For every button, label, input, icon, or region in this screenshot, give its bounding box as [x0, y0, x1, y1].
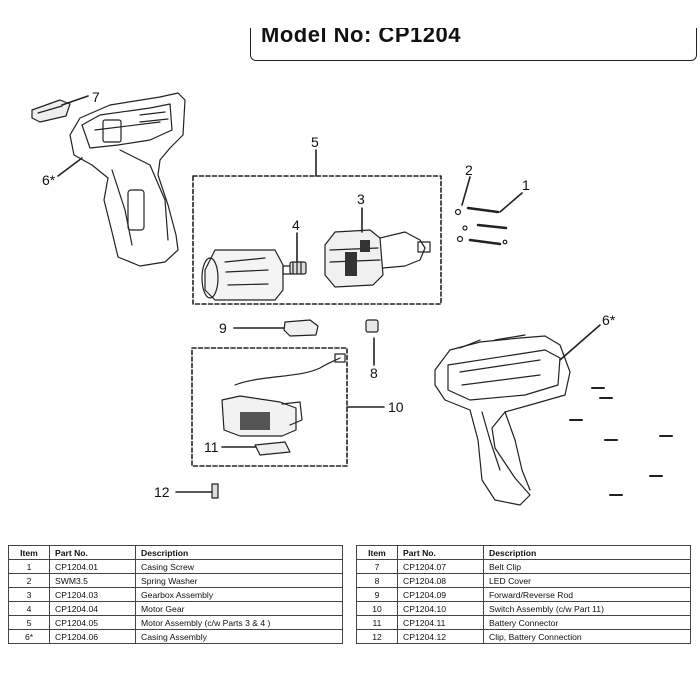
cell-part-no: CP1204.10 [397, 601, 484, 616]
cell-part-no: CP1204.01 [49, 559, 136, 574]
forward-reverse-rod [283, 319, 319, 337]
cell-item: 1 [8, 559, 50, 574]
header-item: Item [8, 545, 50, 560]
left-casing-half [69, 92, 186, 267]
callout-9: 9 [219, 320, 227, 336]
cell-description: Forward/Reverse Rod [483, 587, 691, 602]
gearbox [324, 229, 431, 288]
callout-6-left: 6* [42, 172, 56, 188]
cell-description: Switch Assembly (c/w Part 11) [483, 601, 691, 616]
cell-item: 8 [356, 573, 398, 588]
cell-part-no: CP1204.04 [49, 601, 136, 616]
model-title-box: Model No: CP1204 [250, 28, 697, 61]
cell-description: Spring Washer [135, 573, 343, 588]
exploded-parts-diagram: 7 6* 5 3 4 2 1 6* 9 8 10 11 12 [31, 89, 673, 506]
callout-1: 1 [522, 177, 530, 193]
cell-part-no: SWM3.5 [49, 573, 136, 588]
cell-part-no: CP1204.03 [49, 587, 136, 602]
callout-6-right: 6* [602, 312, 616, 328]
cell-item: 6* [8, 629, 50, 644]
callout-2: 2 [465, 162, 473, 178]
cell-item: 2 [8, 573, 50, 588]
cell-description: LED Cover [483, 573, 691, 588]
callout-12: 12 [154, 484, 170, 500]
callout-4: 4 [292, 217, 300, 233]
callout-8: 8 [370, 365, 378, 381]
cell-description: Clip, Battery Connection [483, 629, 691, 644]
cell-part-no: CP1204.07 [397, 559, 484, 574]
cell-item: 10 [356, 601, 398, 616]
cell-description: Battery Connector [483, 615, 691, 630]
callout-7: 7 [92, 89, 100, 105]
table-header-row: Item Part No. Description [8, 545, 343, 560]
cell-part-no: CP1204.11 [397, 615, 484, 630]
cell-item: 3 [8, 587, 50, 602]
header-part-no: Part No. [49, 545, 136, 560]
header-description: Description [135, 545, 343, 560]
table-header-row: Item Part No. Description [356, 545, 691, 560]
callout-5: 5 [311, 134, 319, 150]
callout-10: 10 [388, 399, 404, 415]
cell-part-no: CP1204.08 [397, 573, 484, 588]
battery-clip [211, 483, 219, 499]
cell-description: Casing Screw [135, 559, 343, 574]
cell-item: 4 [8, 601, 50, 616]
header-part-no: Part No. [397, 545, 484, 560]
model-title: Model No: CP1204 [261, 28, 461, 47]
cell-item: 11 [356, 615, 398, 630]
cell-part-no: CP1204.06 [49, 629, 136, 644]
motor [201, 249, 292, 301]
motor-gear [289, 261, 307, 275]
motor-assembly-box [192, 175, 442, 305]
right-screws [569, 387, 673, 496]
cell-description: Motor Gear [135, 601, 343, 616]
cell-part-no: CP1204.05 [49, 615, 136, 630]
header-description: Description [483, 545, 691, 560]
cell-description: Motor Assembly (c/w Parts 3 & 4 ) [135, 615, 343, 630]
cell-item: 9 [356, 587, 398, 602]
casing-screws [454, 206, 508, 246]
callout-11: 11 [204, 439, 219, 455]
battery-connector [254, 441, 291, 456]
callout-3: 3 [357, 191, 365, 207]
cell-description: Gearbox Assembly [135, 587, 343, 602]
cell-item: 5 [8, 615, 50, 630]
led-cover [365, 319, 379, 333]
switch-assembly [221, 353, 346, 437]
cell-description: Belt Clip [483, 559, 691, 574]
cell-item: 7 [356, 559, 398, 574]
belt-clip [31, 99, 71, 123]
right-casing-half [434, 334, 571, 506]
cell-item: 12 [356, 629, 398, 644]
cell-description: Casing Assembly [135, 629, 343, 644]
header-item: Item [356, 545, 398, 560]
cell-part-no: CP1204.09 [397, 587, 484, 602]
cell-part-no: CP1204.12 [397, 629, 484, 644]
